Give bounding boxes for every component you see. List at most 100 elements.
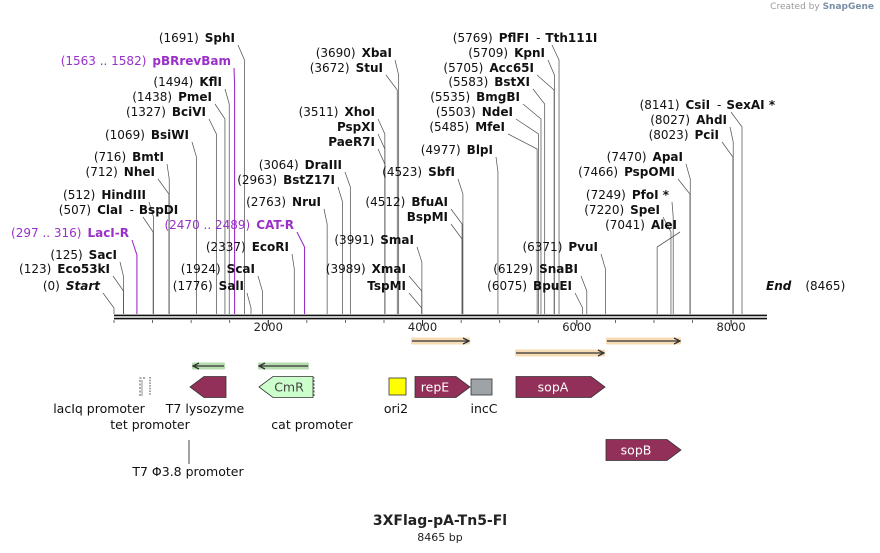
lacIq-promoter-arrow[interactable] xyxy=(139,377,146,396)
orange-arrow-repe[interactable] xyxy=(411,337,471,345)
site-leader-lines xyxy=(102,44,743,314)
site-label-alei[interactable]: (7041)AleI xyxy=(605,218,677,232)
site-leader-draiii xyxy=(344,171,351,314)
lacIq-promoter-label: lacIq promoter xyxy=(53,401,145,416)
site-label-bspmi[interactable]: BspMI xyxy=(407,210,448,224)
site-leader-paer7i xyxy=(377,148,386,314)
site-label-stui[interactable]: (3672)StuI xyxy=(310,61,383,75)
site-label-pspomi[interactable]: (7466)PspOMI xyxy=(578,165,675,179)
site-label-acc65i[interactable]: (5705)Acc65I xyxy=(443,61,534,75)
site-label-start[interactable]: (0)Start xyxy=(43,279,101,293)
t7-lysozyme-label: T7 lysozyme xyxy=(165,401,245,416)
site-label-saci[interactable]: (125)SacI xyxy=(50,248,117,262)
site-leader-ecori xyxy=(291,253,295,314)
site-label-xbai[interactable]: (3690)XbaI xyxy=(316,46,392,60)
site-label-apai[interactable]: (7470)ApaI xyxy=(607,150,683,164)
site-leader-pfoi- xyxy=(671,201,674,314)
site-label-bstz17i[interactable]: (2963)BstZ17I xyxy=(237,173,335,187)
site-label-ndei[interactable]: (5503)NdeI xyxy=(436,105,513,119)
snapgene-credit: Created by SnapGene xyxy=(770,2,874,12)
site-label-pmei[interactable]: (1438)PmeI xyxy=(132,90,212,104)
site-label-bcivi[interactable]: (1327)BciVI xyxy=(126,105,206,119)
site-label-bstxi[interactable]: (5583)BstXI xyxy=(448,75,530,89)
site-label-nrui[interactable]: (2763)NruI xyxy=(246,195,321,209)
site-label-pcii[interactable]: (8023)PciI xyxy=(649,128,719,142)
cmr-label: CmR xyxy=(274,380,304,395)
site-label-tspmi[interactable]: TspMI xyxy=(367,279,406,293)
site-label-pspxi[interactable]: PspXI xyxy=(337,120,375,134)
site-leader-csii xyxy=(730,111,743,314)
site-label-csii[interactable]: (8141)CsiI-SexAI * xyxy=(640,98,776,112)
primer-label-laci-r[interactable]: (297 .. 316)LacI-R xyxy=(11,226,129,240)
site-label-sbfi[interactable]: (4523)SbfI xyxy=(382,165,455,179)
primer-label-pbrrevbam[interactable]: (1563 .. 1582)pBRrevBam xyxy=(61,54,231,68)
axis-tick-label: 4000 xyxy=(408,320,437,334)
incc-feature[interactable] xyxy=(470,378,493,396)
orange-arrow-sopb[interactable] xyxy=(606,337,682,345)
site-label-bpuei[interactable]: (6075)BpuEI xyxy=(487,279,572,293)
site-label-bfuai[interactable]: (4512)BfuAI xyxy=(365,195,448,209)
green-arrow-t7-lysozyme[interactable] xyxy=(191,362,225,370)
site-leader-ahdi xyxy=(729,126,734,314)
orange-arrow-sopa[interactable] xyxy=(515,349,606,357)
site-leader-mfei xyxy=(507,133,538,314)
repe-label: repE xyxy=(421,380,449,395)
site-label-mfei[interactable]: (5485)MfeI xyxy=(429,120,505,134)
site-leader-pflfi xyxy=(551,44,560,314)
site-label-scai[interactable]: (1924)ScaI xyxy=(181,262,255,276)
site-label-ecori[interactable]: (2337)EcoRI xyxy=(206,240,289,254)
site-leader-smai xyxy=(416,246,423,314)
site-leader-pspomi xyxy=(677,178,691,314)
site-label-bsiwi[interactable]: (1069)BsiWI xyxy=(105,128,189,142)
ori2-feature[interactable] xyxy=(388,377,407,396)
site-label-kpni[interactable]: (5709)KpnI xyxy=(468,46,545,60)
site-label-bmgbi[interactable]: (5535)BmgBI xyxy=(430,90,520,104)
cmr-feature[interactable] xyxy=(258,376,314,398)
site-label-snabi[interactable]: (6129)SnaBI xyxy=(493,262,578,276)
site-label-end[interactable]: End(8465) xyxy=(766,279,845,293)
site-leader-snabi xyxy=(580,275,588,314)
site-label-sphi[interactable]: (1691)SphI xyxy=(159,31,235,45)
site-leader-pbrrevbam xyxy=(233,67,236,314)
site-label-hindiii[interactable]: (512)HindIII xyxy=(63,188,146,202)
sopa-feature[interactable] xyxy=(515,376,606,398)
site-leader-sphi xyxy=(237,44,245,314)
site-label-smai[interactable]: (3991)SmaI xyxy=(334,233,414,247)
site-label-draiii[interactable]: (3064)DraIII xyxy=(259,158,342,172)
site-label-pflfi[interactable]: (5769)PflFI-Tth111I xyxy=(453,31,598,45)
site-leader-pcii xyxy=(721,141,734,314)
primer-label-cat-r[interactable]: (2470 .. 2489)CAT-R xyxy=(164,218,294,232)
site-label-paer7i[interactable]: PaeR7I xyxy=(328,135,375,149)
site-label-blpi[interactable]: (4977)BlpI xyxy=(421,143,493,157)
site-leader-stui xyxy=(385,74,398,314)
site-leader-eco53ki xyxy=(112,275,124,314)
t7-phi-promoter-label: T7 Φ3.8 promoter xyxy=(131,464,244,479)
site-leader-bcivi xyxy=(208,118,217,314)
site-label-pfoi-[interactable]: (7249)PfoI * xyxy=(586,188,670,202)
t7-lysozyme-feature[interactable] xyxy=(189,376,227,398)
site-label-sali[interactable]: (1776)SalI xyxy=(173,279,244,293)
site-label-kfli[interactable]: (1494)KflI xyxy=(153,75,222,89)
sopb-feature[interactable] xyxy=(605,439,682,461)
repe-feature[interactable] xyxy=(414,376,471,398)
site-label-ahdi[interactable]: (8027)AhdI xyxy=(650,113,727,127)
site-label-pvui[interactable]: (6371)PvuI xyxy=(522,240,598,254)
site-label-spei[interactable]: (7220)SpeI xyxy=(584,203,660,217)
site-leader-bmti xyxy=(166,163,170,314)
site-label-nhei[interactable]: (712)NheI xyxy=(86,165,155,179)
site-label-clai[interactable]: (507)ClaI-BspDI xyxy=(59,203,178,217)
site-leader-hindiii xyxy=(148,201,154,314)
site-leader-start xyxy=(102,292,115,314)
site-leader-nhei xyxy=(157,178,170,314)
green-arrow-cmr[interactable] xyxy=(257,362,309,370)
site-label-bmti[interactable]: (716)BmtI xyxy=(94,150,164,164)
axis-tick-label: 2000 xyxy=(254,320,283,334)
site-leader-bfuai xyxy=(450,208,463,314)
site-leader-tspmi xyxy=(408,292,423,314)
site-label-eco53ki[interactable]: (123)Eco53kI xyxy=(19,262,110,276)
site-leader-xbai xyxy=(394,59,400,314)
site-label-xhoi[interactable]: (3511)XhoI xyxy=(299,105,375,119)
site-label-xmai[interactable]: (3989)XmaI xyxy=(326,262,406,276)
